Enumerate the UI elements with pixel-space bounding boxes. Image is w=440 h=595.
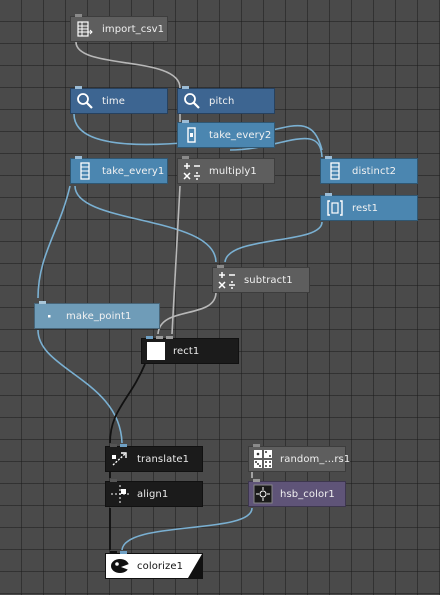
input-port[interactable] xyxy=(156,336,163,339)
input-port[interactable] xyxy=(325,193,332,196)
wire-rest1-to-subtract1 xyxy=(224,221,323,263)
wire-hsb-to-colorize1 xyxy=(121,507,253,551)
input-port[interactable] xyxy=(325,156,332,159)
node-colorize1[interactable]: colorize1 xyxy=(105,551,203,579)
translate-icon xyxy=(109,448,131,470)
node-label: colorize1 xyxy=(137,560,184,572)
math-icon xyxy=(216,269,238,291)
input-port[interactable] xyxy=(253,479,260,482)
wire-make-point1-to-translate1 xyxy=(37,329,123,444)
node-hsb-color1[interactable]: hsb_color1 xyxy=(248,479,346,507)
node-label: pitch xyxy=(209,95,235,107)
node-label: align1 xyxy=(137,488,169,500)
bracket-list-icon xyxy=(324,197,346,219)
list-icon xyxy=(324,160,346,182)
node-label: make_point1 xyxy=(66,310,132,322)
wire-subtract1-to-rect1 xyxy=(157,291,217,335)
node-label: import_csv1 xyxy=(102,23,165,35)
wire-import-to-pitch xyxy=(75,41,181,89)
node-make-point1[interactable]: make_point1 xyxy=(34,301,160,329)
colorize-icon xyxy=(109,555,131,577)
node-random[interactable]: random_...rs1 xyxy=(248,444,350,472)
node-translate1[interactable]: translate1 xyxy=(105,444,203,472)
node-take-every2[interactable]: take_every2 xyxy=(177,120,275,148)
input-port[interactable] xyxy=(182,120,189,123)
node-rect1[interactable]: rect1 xyxy=(141,336,239,364)
wire-multiply1-to-rect1 xyxy=(171,185,181,335)
slice-icon xyxy=(181,124,203,146)
input-port[interactable] xyxy=(39,301,46,304)
corner-marker-icon xyxy=(188,554,202,578)
node-label: distinct2 xyxy=(352,165,397,177)
input-port[interactable] xyxy=(75,14,82,17)
magnifier-icon xyxy=(181,90,203,112)
input-port[interactable] xyxy=(75,156,82,159)
input-port[interactable] xyxy=(110,479,117,482)
node-label: take_every2 xyxy=(209,129,272,141)
wire-take-every2-to-distinct2 xyxy=(229,137,323,158)
wire-take-every1-to-subtract1 xyxy=(74,185,217,263)
dice-icon xyxy=(252,448,274,470)
node-label: rect1 xyxy=(173,345,200,357)
node-label: random_...rs1 xyxy=(280,453,351,465)
input-port[interactable] xyxy=(253,444,260,447)
input-port[interactable] xyxy=(110,551,117,554)
input-port[interactable] xyxy=(110,444,117,447)
color-icon xyxy=(252,483,274,505)
node-pitch[interactable]: pitch xyxy=(177,86,275,114)
list-icon xyxy=(74,160,96,182)
node-align1[interactable]: align1 xyxy=(105,479,203,507)
node-rest1[interactable]: rest1 xyxy=(320,193,418,221)
input-port[interactable] xyxy=(120,551,127,554)
square-icon xyxy=(145,340,167,362)
node-label: take_every1 xyxy=(102,165,165,177)
node-label: rest1 xyxy=(352,202,379,214)
input-port[interactable] xyxy=(217,265,224,268)
wire-rect1-to-translate1 xyxy=(109,363,146,444)
align-icon xyxy=(109,483,131,505)
node-label: multiply1 xyxy=(209,165,257,177)
magnifier-icon xyxy=(74,90,96,112)
wire-take-every1-to-make-point1 xyxy=(37,185,71,299)
node-distinct2[interactable]: distinct2 xyxy=(320,156,418,184)
input-port[interactable] xyxy=(120,444,127,447)
node-take-every1[interactable]: take_every1 xyxy=(70,156,168,184)
node-label: time xyxy=(102,95,125,107)
input-port[interactable] xyxy=(75,86,82,89)
node-label: subtract1 xyxy=(244,274,293,286)
input-port[interactable] xyxy=(146,336,153,339)
input-port[interactable] xyxy=(182,156,189,159)
node-import-csv[interactable]: import_csv1 xyxy=(70,14,168,42)
node-subtract1[interactable]: subtract1 xyxy=(212,265,310,293)
node-label: hsb_color1 xyxy=(280,488,335,500)
math-icon xyxy=(181,160,203,182)
input-port[interactable] xyxy=(166,336,173,339)
node-multiply1[interactable]: multiply1 xyxy=(177,156,275,184)
node-label: translate1 xyxy=(137,453,190,465)
node-time[interactable]: time xyxy=(70,86,168,114)
input-port[interactable] xyxy=(182,86,189,89)
table-icon xyxy=(74,18,96,40)
point-icon xyxy=(38,305,60,327)
